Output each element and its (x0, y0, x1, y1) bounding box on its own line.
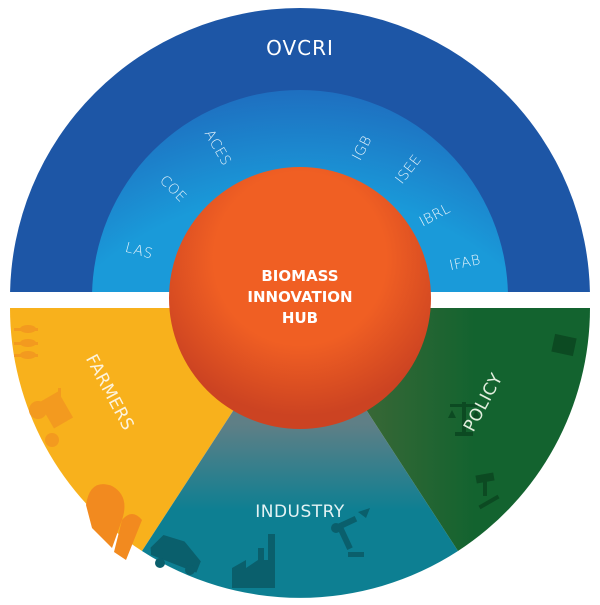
robot-arm-icon (331, 508, 370, 557)
car-icon (150, 535, 201, 575)
biomass-innovation-hub (169, 167, 431, 429)
factory-icon (232, 534, 275, 588)
ovcri-label: OVCRI (266, 36, 334, 60)
gavel-icon (475, 472, 500, 510)
document-icon (551, 333, 577, 357)
hub-label-line-1: BIOMASS (261, 267, 338, 285)
scales-icon (448, 402, 480, 436)
hub-label-line-3: HUB (282, 309, 318, 327)
hub-label-line-2: INNOVATION (247, 288, 352, 306)
hand-icon (86, 484, 142, 560)
tractor-icon (29, 388, 74, 447)
unit-label-ifab: IFAB (448, 252, 482, 274)
segment-label-industry: INDUSTRY (255, 502, 345, 522)
segment-industry (142, 308, 458, 598)
unit-label-las: LAS (123, 240, 154, 263)
wheat-icon (14, 325, 38, 359)
